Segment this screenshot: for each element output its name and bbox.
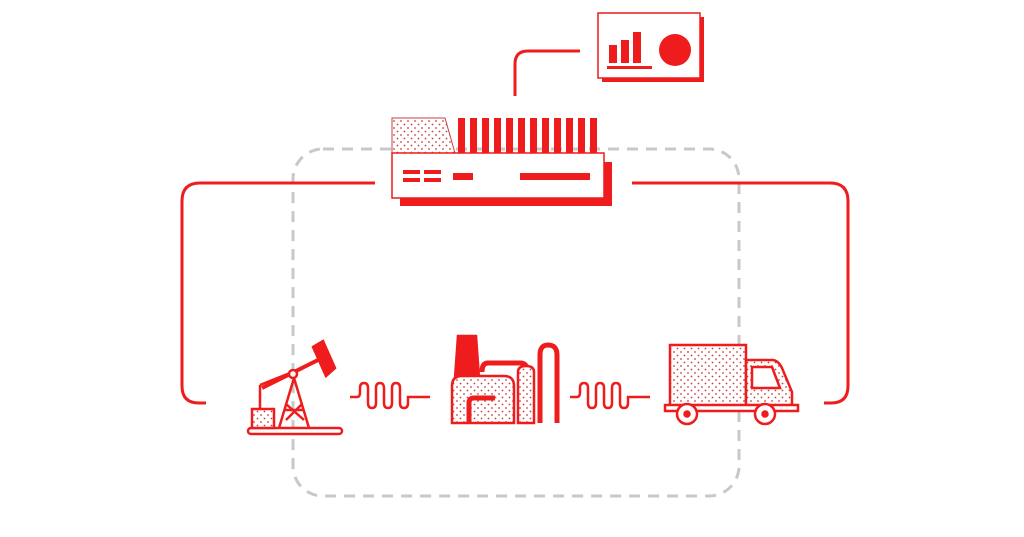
server-fin [566,118,573,154]
right-loop-line [632,181,850,405]
bar-chart-icon [609,45,617,63]
server-fin [518,118,525,154]
server-fin [470,118,477,154]
server-fin [530,118,537,154]
server-icon [391,117,612,206]
server-fin [590,118,597,154]
server-fin [482,118,489,154]
server-fin [542,118,549,154]
server-fin [554,118,561,154]
pie-indicator-icon [659,34,691,66]
wave-connector-icon [350,381,430,410]
oil-pump-icon [246,339,344,436]
server-fin [458,118,465,154]
server-fin [494,118,501,154]
delivery-truck-icon [663,343,800,426]
factory-icon [450,334,560,425]
dashboard-connector-line [513,49,580,96]
dashed-boundary [291,147,741,498]
dashboard-icon [597,12,704,82]
server-fin [506,118,513,154]
wave-connector-icon [570,381,650,410]
left-loop-line [180,181,375,405]
server-fin [578,118,585,154]
